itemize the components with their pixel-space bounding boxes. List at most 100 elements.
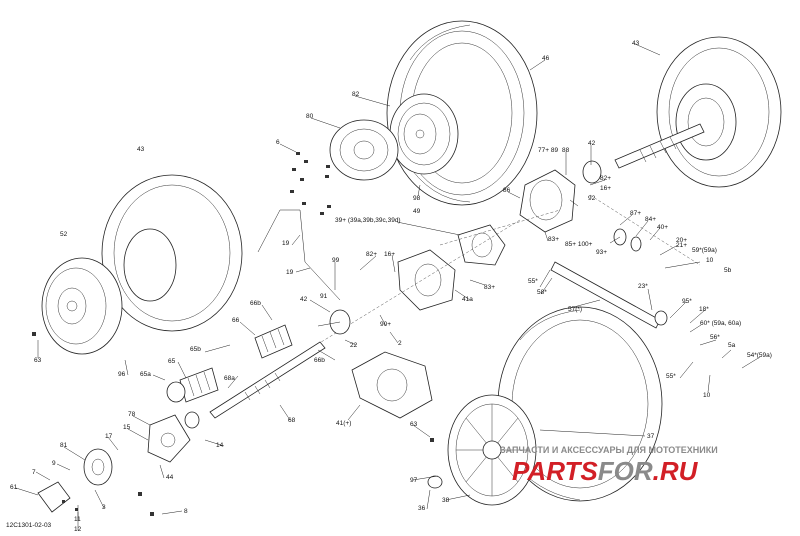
callout-label-5b: 5b [724, 267, 732, 274]
callout-label-16p: 16+ [600, 185, 611, 192]
watermark-brand-for: FOR [598, 456, 653, 486]
callout-label-10b: 10 [703, 392, 711, 399]
callout-label-20p: 20+ [676, 237, 687, 244]
front-differential-86 [519, 169, 576, 233]
callout-label-17: 17 [105, 433, 113, 440]
axle-shaft-68 [209, 341, 326, 419]
callout-label-60: 60* (59a, 60a) [700, 320, 741, 327]
callout-label-15: 15 [123, 424, 131, 431]
callout-label-18: 18* [699, 306, 709, 313]
callout-label-77: 77+ 89 [538, 147, 558, 154]
brake-backing-plate-80 [329, 119, 399, 181]
callout-label-66bb: 66b [314, 357, 325, 364]
callout-label-43b: 43 [137, 146, 145, 153]
rear-differential-41 [351, 351, 433, 419]
tire-43-left [101, 174, 243, 332]
differential-assembly-39 [457, 224, 506, 266]
driveshaft-dashed-lines [299, 194, 701, 356]
tire-43-right [656, 36, 782, 188]
document-id: 12C1301-02-03 [6, 522, 52, 529]
callout-label-97: 97 [410, 477, 418, 484]
callout-label-57: 57(*) [568, 306, 582, 313]
callout-label-5a: 5a [728, 342, 736, 349]
callout-label-44: 44 [166, 474, 174, 481]
callout-label-81: 81 [60, 442, 68, 449]
callout-label-65: 65 [168, 358, 176, 365]
callout-label-96: 96 [118, 371, 126, 378]
watermark-logo: PARTSFOR.RU [512, 456, 699, 486]
callout-label-49: 49 [413, 208, 421, 215]
callout-label-86: 86 [503, 187, 511, 194]
callout-label-68: 68 [288, 417, 296, 424]
callout-label-63a: 63 [34, 357, 42, 364]
callout-label-68a: 68a [224, 375, 235, 382]
cv-boot-66 [254, 324, 293, 359]
callout-label-78: 78 [128, 411, 136, 418]
callout-label-99: 99 [332, 257, 340, 264]
callout-label-19a: 19 [282, 240, 290, 247]
callout-label-8: 8 [184, 508, 188, 515]
callout-label-56: 56* [710, 334, 720, 341]
knuckle-78 [147, 414, 191, 463]
callout-label-38: 38 [442, 497, 450, 504]
hub-81 [83, 448, 113, 486]
callout-label-10a: 10 [706, 257, 714, 264]
callout-label-43a: 43 [632, 40, 640, 47]
watermark: ЗАПЧАСТИ И АКСЕССУАРЫ ДЛЯ МОТОТЕХНИКИ PA… [500, 445, 718, 486]
watermark-brand-parts: PARTS [512, 456, 598, 486]
callout-label-84p: 84+ [645, 216, 656, 223]
callout-label-83pb: 83+ [484, 284, 495, 291]
callout-label-88: 88 [562, 147, 570, 154]
callout-label-63b: 63 [410, 421, 418, 428]
callout-label-19b: 19 [286, 269, 294, 276]
callout-label-14: 14 [216, 442, 224, 449]
watermark-brand-ru: .RU [653, 456, 699, 486]
callout-label-3: 3 [102, 504, 106, 511]
rim-52 [41, 257, 123, 355]
callout-label-52: 52 [60, 231, 68, 238]
callout-label-46: 46 [542, 55, 550, 62]
callout-label-21p: 21+ [676, 242, 687, 249]
callout-label-65a: 65a [140, 371, 151, 378]
callout-label-80: 80 [306, 113, 314, 120]
callout-label-55a: 55* [528, 278, 538, 285]
callout-label-66: 66 [232, 317, 240, 324]
callout-label-2: 2 [398, 340, 402, 347]
callout-label-82: 82 [352, 91, 360, 98]
callout-label-85: 85+ 100+ [565, 241, 593, 248]
callout-label-66b: 66b [250, 300, 261, 307]
seal-rings [166, 160, 668, 489]
callout-label-39: 39+ (39a,39b,39c,39d) [335, 217, 401, 224]
callout-label-55b: 55* [666, 373, 676, 380]
callout-label-11: 11 [74, 516, 81, 523]
axle-shaft-right [614, 123, 705, 169]
callout-label-82p: 82+ [600, 175, 611, 182]
callout-label-91: 91 [320, 293, 328, 300]
callout-label-95: 95* [682, 298, 692, 305]
callout-label-83p: 83+ [548, 236, 559, 243]
callout-label-58: 58* [537, 289, 547, 296]
callout-label-7: 7 [32, 469, 36, 476]
leader-lines [15, 43, 761, 530]
cv-boot-65 [179, 367, 219, 403]
callout-label-54: 54*(59a) [747, 352, 772, 359]
stabilizer-bar-19 [257, 209, 341, 301]
callout-label-92: 92 [588, 195, 596, 202]
rim-82 [389, 93, 459, 175]
callout-label-12: 12 [74, 526, 82, 533]
callout-label-16pb: 16+ [384, 251, 395, 258]
callout-label-98: 98 [413, 195, 421, 202]
callout-label-65b: 65b [190, 346, 201, 353]
callout-label-41a: 41a [462, 296, 473, 303]
callout-label-40p: 40+ [657, 224, 668, 231]
callout-label-6: 6 [276, 139, 280, 146]
callout-label-93p: 93+ [596, 249, 607, 256]
callout-label-36: 36 [418, 505, 426, 512]
callout-label-23: 23* [638, 283, 648, 290]
housing-41a [397, 249, 456, 311]
callout-label-41: 41(+) [336, 420, 351, 427]
rim-38 [447, 394, 537, 506]
callout-label-90: 90+ [380, 321, 391, 328]
